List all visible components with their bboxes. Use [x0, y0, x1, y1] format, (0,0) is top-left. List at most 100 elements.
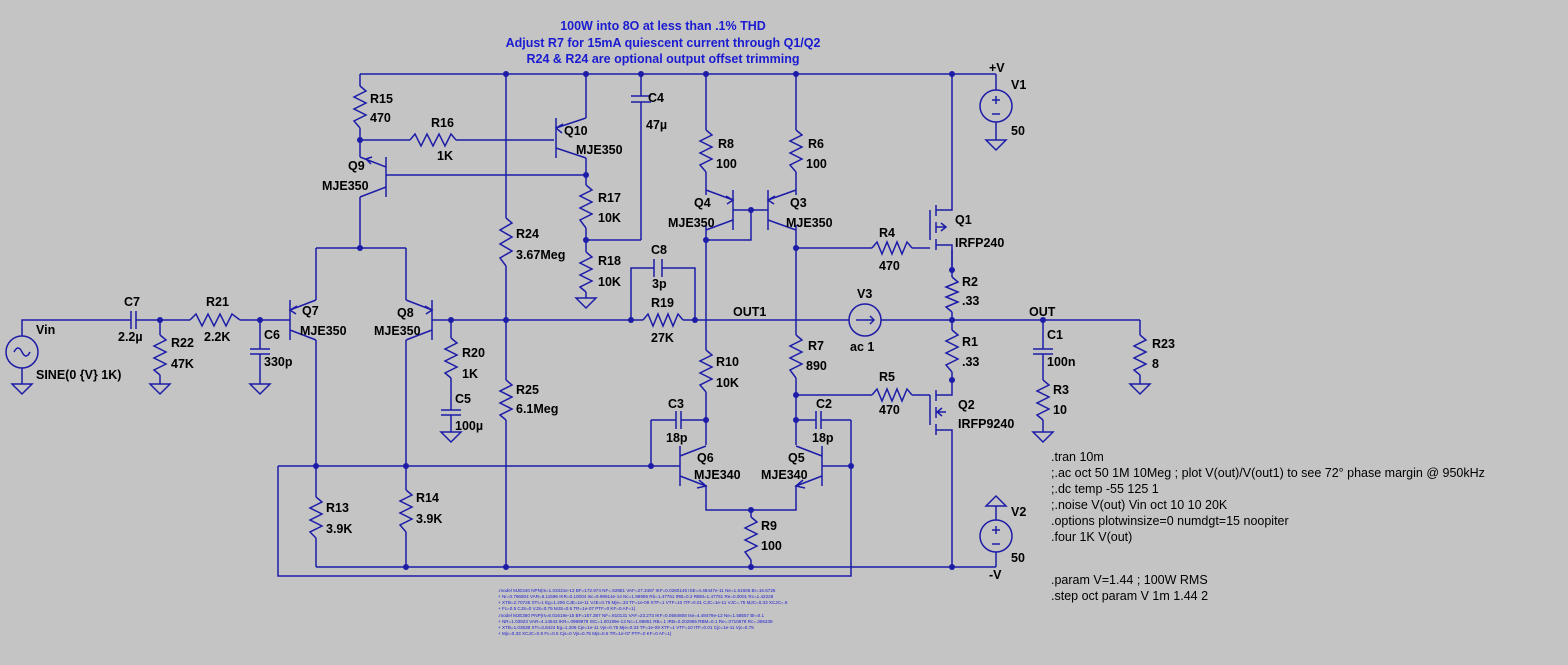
resistor-R9[interactable]: R9 100	[743, 516, 782, 561]
transistor-Q9-label: Q9	[348, 159, 365, 173]
transistor-Q7-model: MJE350	[300, 324, 347, 338]
resistor-R5-label: R5	[879, 370, 895, 384]
ground-icon	[439, 431, 463, 444]
resistor-R22[interactable]: R22 47K	[152, 334, 194, 376]
transistor-Q8-label: Q8	[397, 306, 414, 320]
transistor-Q7[interactable]: Q7 MJE350	[288, 299, 347, 341]
resistor-R19[interactable]: R19 27K	[642, 296, 684, 345]
resistor-R2-value: .33	[962, 294, 979, 308]
directive-3[interactable]: ;.dc temp -55 125 1	[1051, 482, 1159, 496]
header-note-1: 100W into 8O at less than .1% THD	[560, 19, 766, 33]
transistor-Q3-label: Q3	[790, 196, 807, 210]
directive-7[interactable]: .param V=1.44 ; 100W RMS	[1051, 573, 1208, 587]
directive-1[interactable]: .tran 10m	[1051, 450, 1104, 464]
capacitor-C2[interactable]: C2 18p	[812, 397, 834, 445]
transistor-Q10[interactable]: Q10 MJE350	[554, 117, 623, 159]
capacitor-C1-value: 100n	[1047, 355, 1076, 369]
resistor-R24[interactable]: R24 3.67Meg	[498, 217, 565, 267]
resistor-R1-label: R1	[962, 335, 978, 349]
directive-2[interactable]: ;.ac oct 50 1M 10Meg ; plot V(out)/V(out…	[1051, 466, 1485, 480]
resistor-R25[interactable]: R25 6.1Meg	[498, 379, 558, 421]
net-label-pos: +V	[989, 61, 1005, 75]
transistor-Q5[interactable]: Q5 MJE340	[761, 445, 823, 489]
resistor-R8[interactable]: R8 100	[698, 129, 737, 173]
capacitor-C7-value: 2.2µ	[118, 330, 143, 344]
resistor-R16[interactable]: R16 1K	[409, 116, 457, 163]
source-Vin-value: SINE(0 {V} 1K)	[36, 368, 121, 382]
transistor-Q9-model: MJE350	[322, 179, 369, 193]
transistor-Q1[interactable]: Q1 IRFP240	[929, 200, 1004, 270]
resistor-R1[interactable]: R1 .33	[944, 329, 979, 373]
resistor-R1-value: .33	[962, 355, 979, 369]
capacitor-C8-value: 3p	[652, 277, 667, 291]
resistor-R14-value: 3.9K	[416, 512, 442, 526]
source-V2[interactable]: V2 50	[979, 505, 1026, 565]
model-line-7: + XTB=1.03638 XTI=3.8424 Eg=1.206 Cje=1e…	[498, 625, 754, 630]
resistor-R10[interactable]: R10 10K	[698, 349, 739, 393]
resistor-R21-value: 2.2K	[204, 330, 230, 344]
resistor-R23-value: 8	[1152, 357, 1159, 371]
capacitor-C2-value: 18p	[812, 431, 834, 445]
model-statements[interactable]: .model MJE340 NPN(Is=1.03431e-13 BF=172.…	[498, 588, 788, 636]
resistor-R20[interactable]: R20 1K	[443, 337, 485, 381]
capacitor-C3[interactable]: C3 18p	[666, 397, 688, 445]
transistor-Q9[interactable]: Q9 MJE350	[322, 156, 387, 198]
transistor-Q4[interactable]: Q4 MJE350	[668, 189, 735, 231]
transistor-Q6-label: Q6	[697, 451, 714, 465]
resistor-R17-value: 10K	[598, 211, 621, 225]
capacitor-C8[interactable]: C8 3p	[651, 243, 667, 291]
ground-icon	[984, 494, 1008, 507]
junction-dots	[157, 71, 1046, 570]
source-V3-value: ac 1	[850, 340, 874, 354]
directive-4[interactable]: ;.noise V(out) Vin oct 10 10 20K	[1051, 498, 1228, 512]
source-V1[interactable]: V1 50	[979, 78, 1026, 138]
resistor-R13-label: R13	[326, 501, 349, 515]
source-Vin[interactable]: Vin SINE(0 {V} 1K)	[5, 323, 121, 382]
model-line-8: + Mjc=0.33 XCJC=0.9 Fc=0.5 Cjs=0 Vjs=0.7…	[498, 631, 672, 636]
transistor-Q3[interactable]: Q3 MJE350	[766, 189, 833, 231]
resistor-R7[interactable]: R7 890	[788, 334, 827, 379]
capacitor-C8-label: C8	[651, 243, 667, 257]
transistor-Q8[interactable]: Q8 MJE350	[374, 299, 434, 341]
directive-5[interactable]: .options plotwinsize=0 numdgt=15 noopite…	[1051, 514, 1289, 528]
resistor-R4[interactable]: R4 470	[871, 226, 913, 273]
directive-8[interactable]: .step oct param V 1m 1.44 2	[1051, 589, 1208, 603]
transistor-Q6[interactable]: Q6 MJE340	[679, 445, 741, 489]
resistor-R14[interactable]: R14 3.9K	[398, 489, 442, 533]
transistor-Q7-label: Q7	[302, 304, 319, 318]
capacitor-C5[interactable]: C5 100µ	[441, 392, 483, 433]
resistor-R2[interactable]: R2 .33	[944, 275, 979, 313]
transistor-Q2-label: Q2	[958, 398, 975, 412]
capacitor-C4[interactable]: C4 47µ	[631, 91, 667, 132]
resistor-R19-label: R19	[651, 296, 674, 310]
resistor-R25-label: R25	[516, 383, 539, 397]
source-V3[interactable]: V3 ac 1	[848, 287, 882, 354]
capacitor-C1[interactable]: C1 100n	[1033, 328, 1076, 369]
directive-6[interactable]: .four 1K V(out)	[1051, 530, 1132, 544]
resistor-R17[interactable]: R17 10K	[578, 184, 621, 229]
resistor-R21[interactable]: R21 2.2K	[189, 295, 241, 344]
resistor-R23[interactable]: R23 8	[1132, 334, 1175, 376]
resistor-R6[interactable]: R6 100	[788, 129, 827, 173]
transistor-Q3-model: MJE350	[786, 216, 833, 230]
header-notes[interactable]: 100W into 8O at less than .1% THD Adjust…	[506, 19, 821, 66]
capacitor-C6[interactable]: C6 330p	[250, 328, 293, 369]
resistor-R9-value: 100	[761, 539, 782, 553]
resistor-R19-value: 27K	[651, 331, 674, 345]
resistor-R4-value: 470	[879, 259, 900, 273]
resistor-R7-label: R7	[808, 339, 824, 353]
resistor-R3[interactable]: R3 10	[1035, 379, 1069, 421]
transistor-Q2[interactable]: Q2 IRFP9240	[929, 380, 1014, 440]
resistor-R13[interactable]: R13 3.9K	[308, 496, 352, 539]
transistor-Q8-model: MJE350	[374, 324, 421, 338]
spice-directives[interactable]: .tran 10m ;.ac oct 50 1M 10Meg ; plot V(…	[1051, 450, 1485, 603]
resistor-R15[interactable]: R15 470	[352, 85, 393, 129]
transistor-Q1-label: Q1	[955, 213, 972, 227]
capacitor-C7[interactable]: C7 2.2µ	[118, 295, 143, 344]
transistor-Q5-label: Q5	[788, 451, 805, 465]
resistor-R5[interactable]: R5 470	[871, 370, 913, 417]
resistor-R7-value: 890	[806, 359, 827, 373]
resistor-R18[interactable]: R18 10K	[578, 251, 621, 293]
transistor-Q5-model: MJE340	[761, 468, 808, 482]
